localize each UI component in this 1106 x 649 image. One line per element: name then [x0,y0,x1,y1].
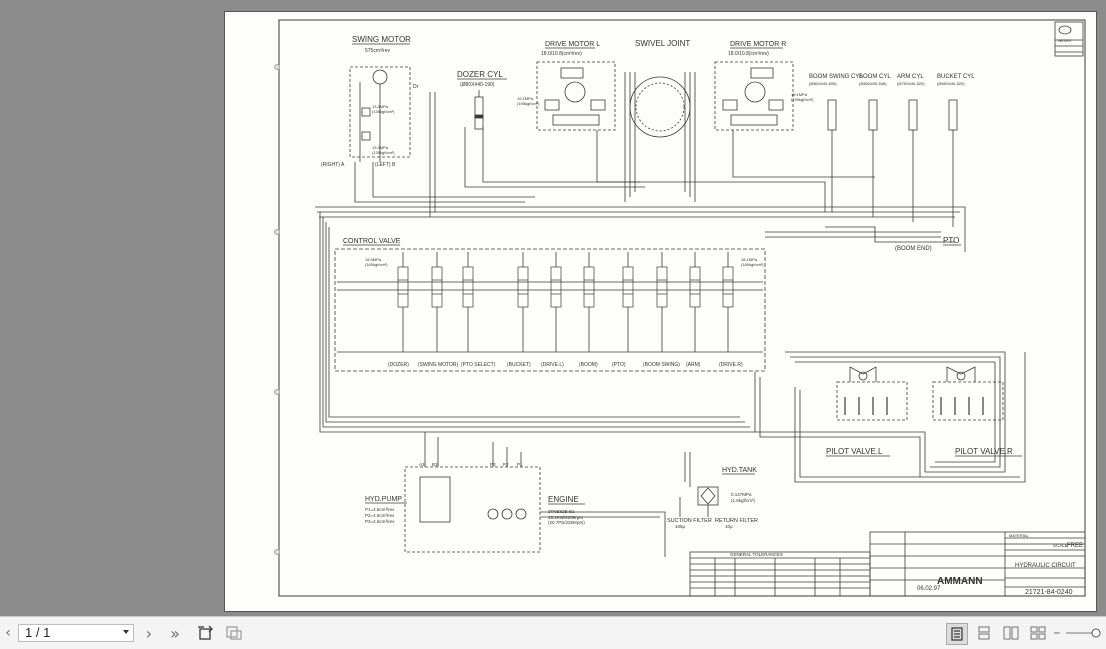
chevron-down-icon [123,630,129,634]
svg-text:(Ø75X#40-520): (Ø75X#40-520) [897,81,925,86]
svg-text:P3=4.5cm³/rev: P3=4.5cm³/rev [365,519,395,524]
single-page-view-icon[interactable] [946,623,968,645]
svg-text:B3: B3 [432,462,438,467]
svg-text:(135kgf/cm²): (135kgf/cm²) [372,109,395,114]
svg-text:(DRIVE.L): (DRIVE.L) [541,362,564,368]
swing-motor-title: SWING MOTOR [352,35,411,44]
svg-text:(RIGHT) A: (RIGHT) A [321,162,345,168]
svg-text:(195kgf/cm²): (195kgf/cm²) [791,97,814,102]
svg-text:SWIVEL JOINT: SWIVEL JOINT [635,39,690,48]
copy-page-icon[interactable] [224,623,244,643]
svg-text:(BOOM): (BOOM) [579,362,598,368]
svg-text:MATERIAL: MATERIAL [1009,533,1029,538]
svg-text:(BUCKET): (BUCKET) [507,362,531,368]
last-page-icon[interactable]: » [170,623,180,643]
svg-text:(1.5kgf/cm²): (1.5kgf/cm²) [731,498,756,503]
two-page-continuous-icon[interactable] [1028,623,1048,643]
svg-text:CONTROL VALVE: CONTROL VALVE [343,238,401,245]
svg-text:HYD.PUMP: HYD.PUMP [365,496,402,503]
zoom-out-icon[interactable]: – [1053,625,1061,641]
svg-text:SCALE: SCALE [1053,543,1068,548]
svg-text:PTO: PTO [943,236,959,245]
pilot-valve-l-label: PILOT VALVE.L [826,447,883,456]
company-logo: AMMANN [937,576,983,587]
svg-text:(160kgf/cm²): (160kgf/cm²) [365,262,388,267]
svg-text:DOZER CYL: DOZER CYL [457,70,503,79]
svg-text:BOOM SWING CYL: BOOM SWING CYL [809,74,863,80]
svg-text:3TNE82B-B1: 3TNE82B-B1 [548,509,575,514]
svg-text:06.02.97: 06.02.97 [917,586,941,592]
previous-page-icon[interactable]: ‹ [5,625,11,641]
svg-text:A3: A3 [419,462,425,467]
svg-text:18.0/10.8(cm³/rev): 18.0/10.8(cm³/rev) [541,51,582,57]
svg-text:HYD.TANK: HYD.TANK [722,467,757,474]
page-select[interactable]: 1 / 1 [18,624,134,642]
svg-text:15.9MPa: 15.9MPa [365,257,382,262]
svg-text:SUCTION FILTER: SUCTION FILTER [667,518,712,524]
viewer-toolbar: ‹ 1 / 1 › » – [0,616,1106,649]
two-page-view-icon[interactable] [1001,623,1021,643]
svg-text:WEIGHT: WEIGHT [1058,39,1073,43]
svg-text:(Ø65X#40-520): (Ø65X#40-520) [937,81,965,86]
svg-text:GENERAL TOLERANCES: GENERAL TOLERANCES [730,552,783,557]
svg-text:(Ø80X#40-190): (Ø80X#40-190) [460,82,495,88]
zoom-slider[interactable] [1066,623,1106,643]
svg-text:P2: P2 [503,462,509,467]
svg-text:(135kgf/cm²): (135kgf/cm²) [372,150,395,155]
svg-text:FREE: FREE [1067,543,1083,549]
svg-text:(LEFT) B: (LEFT) B [375,162,396,168]
pilot-valve-r-label: PILOT VALVE.R [955,447,1013,456]
svg-text:(Ø80X#40-548): (Ø80X#40-548) [859,81,887,86]
drawing-code: 21721-84-0240 [1025,589,1073,596]
svg-text:18.0/10.8(cm³/rev): 18.0/10.8(cm³/rev) [728,51,769,57]
svg-text:Dr: Dr [413,84,419,90]
svg-text:13.3MPa: 13.3MPa [372,145,389,150]
pdf-page: SWING MOTOR 575cm³/rev 13.3MPa (135kgf/c… [224,11,1097,612]
svg-text:19.1MPa: 19.1MPa [791,92,808,97]
svg-text:ARM CYL: ARM CYL [897,74,924,80]
svg-text:DRIVE MOTOR L: DRIVE MOTOR L [545,41,600,48]
svg-text:(Ø80X#40-605): (Ø80X#40-605) [809,81,837,86]
continuous-view-icon[interactable] [974,623,994,643]
svg-text:RETURN FILTER: RETURN FILTER [715,518,758,524]
svg-text:(DOZER): (DOZER) [388,362,409,368]
svg-text:P1=4.5cm³/rev: P1=4.5cm³/rev [365,507,395,512]
rotate-page-icon[interactable] [196,623,216,643]
svg-text:P1: P1 [517,462,523,467]
svg-text:15.2KW/2250rpm: 15.2KW/2250rpm [548,515,583,520]
svg-text:P2=4.5cm³/rev: P2=4.5cm³/rev [365,513,395,518]
svg-text:(195kgf/cm²): (195kgf/cm²) [517,101,540,106]
svg-text:19.1MPa: 19.1MPa [517,96,534,101]
svg-text:(ARM): (ARM) [686,362,701,368]
svg-text:13.3MPa: 13.3MPa [372,104,389,109]
svg-text:(SWING MOTOR): (SWING MOTOR) [418,362,459,368]
svg-text:18.1MPa: 18.1MPa [741,257,758,262]
svg-text:(BOOM SWING): (BOOM SWING) [643,362,680,368]
svg-text:(DRIVE.R): (DRIVE.R) [719,362,743,368]
svg-text:(20.7PS/2250rpm): (20.7PS/2250rpm) [548,520,585,525]
svg-text:ENGINE: ENGINE [548,495,579,504]
document-viewer: SWING MOTOR 575cm³/rev 13.3MPa (135kgf/c… [224,11,1097,612]
svg-text:(PTO): (PTO) [612,362,626,368]
drawing-title: HYDRAULIC CIRCUIT [1015,563,1076,569]
next-page-icon[interactable]: › [145,623,153,643]
svg-text:575cm³/rev: 575cm³/rev [365,48,391,54]
svg-text:(185kgf/cm²): (185kgf/cm²) [741,262,764,267]
svg-text:BOOM CYL: BOOM CYL [859,74,891,80]
svg-text:BUCKET CYL: BUCKET CYL [937,74,975,80]
svg-text:(BOOM END): (BOOM END) [895,246,932,252]
hydraulic-schematic: SWING MOTOR 575cm³/rev 13.3MPa (135kgf/c… [274,19,1086,597]
svg-text:DRIVE MOTOR R: DRIVE MOTOR R [730,41,786,48]
svg-text:(PTO SELECT): (PTO SELECT) [461,362,496,368]
svg-text:105μ: 105μ [675,524,686,529]
svg-text:10μ: 10μ [725,524,733,529]
page-indicator: 1 / 1 [25,625,51,640]
svg-text:0.147MPa: 0.147MPa [731,492,752,497]
